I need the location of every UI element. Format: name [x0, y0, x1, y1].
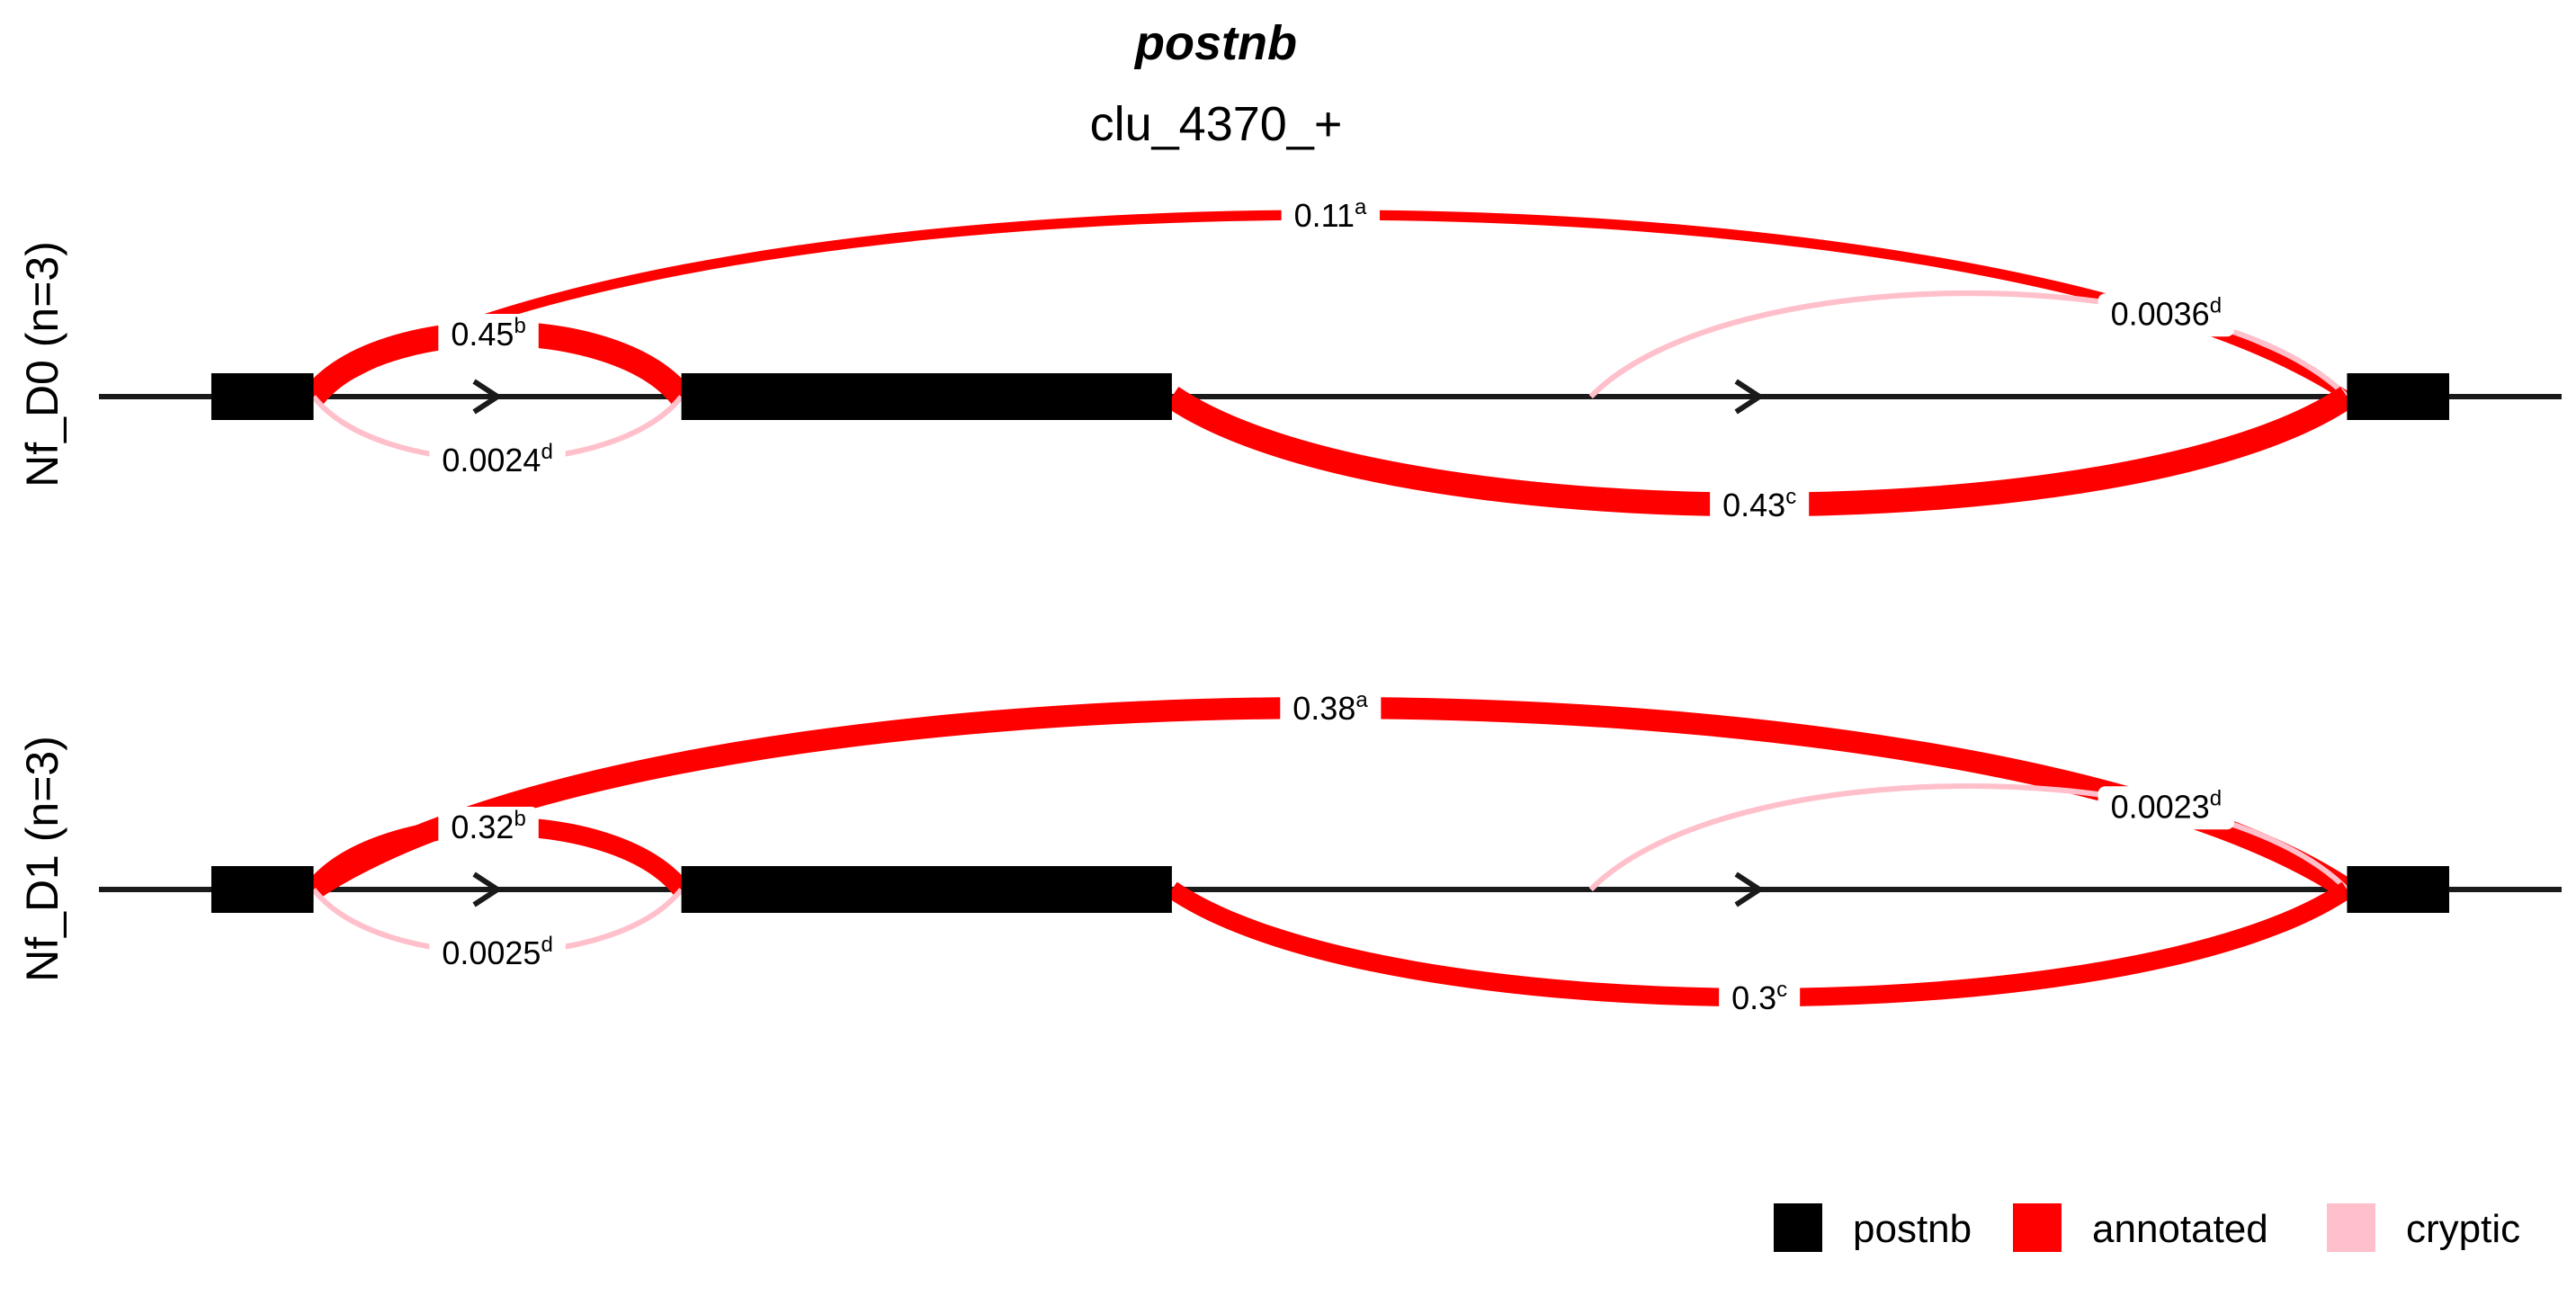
junction-label-j-d1: 0.0025d [429, 933, 566, 976]
label-background [1280, 688, 1382, 731]
label-background [2097, 293, 2235, 337]
legend-label: postnb [1853, 1207, 1972, 1251]
junction-value: 0.45b [451, 314, 525, 353]
junction-label-j-a: 0.38a [1280, 688, 1382, 731]
junction-arc-j-d2 [1588, 290, 2349, 399]
junction-value-number: 0.38 [1292, 690, 1355, 727]
junction-arc-j-a [307, 696, 2354, 899]
strand-arrow-icon [472, 871, 503, 907]
junction-value: 0.0023d [2111, 786, 2222, 825]
panel-label: Nf_D1 (n=3) [17, 736, 67, 982]
junction-value-number: 0.3 [1731, 979, 1776, 1016]
junction-value-number: 0.45 [451, 316, 514, 353]
legend-swatch [2013, 1203, 2062, 1252]
label-background [438, 314, 539, 357]
junction-label-j-c: 0.3c [1719, 978, 1801, 1021]
junction-value-superscript: b [514, 314, 525, 338]
junction-label-j-c: 0.43c [1710, 485, 1810, 528]
junction-value-superscript: c [1785, 485, 1796, 509]
junction-label-j-b: 0.32b [438, 807, 539, 850]
junction-value-superscript: a [1355, 195, 1367, 219]
junction-label-j-d1: 0.0024d [429, 440, 566, 483]
legend-label: cryptic [2406, 1207, 2520, 1251]
junction-value-number: 0.0036 [2111, 295, 2210, 332]
label-background [429, 933, 566, 976]
junction-label-j-b: 0.45b [438, 314, 539, 357]
junction-label-j-a: 0.11a [1281, 195, 1381, 238]
junction-arc-j-a [310, 210, 2350, 401]
junction-value-number: 0.0023 [2111, 788, 2210, 825]
label-background [1281, 195, 1381, 238]
gene-title: postnb [1133, 16, 1297, 70]
junction-value-superscript: c [1776, 978, 1787, 1002]
junction-value: 0.3c [1731, 978, 1787, 1016]
junction-label-j-d2: 0.0036d [2097, 293, 2235, 337]
label-background [429, 440, 566, 483]
label-background [1710, 485, 1810, 528]
legend-swatch [1774, 1203, 1822, 1252]
legend-swatch [2327, 1203, 2375, 1252]
exon-2 [681, 866, 1172, 913]
exon-2 [681, 373, 1172, 420]
legend-item-cryptic: cryptic [2327, 1203, 2520, 1252]
junction-value-number: 0.32 [451, 809, 514, 845]
junction-value: 0.0025d [442, 933, 552, 971]
legend-label: annotated [2092, 1207, 2268, 1251]
strand-arrow-icon [472, 379, 503, 415]
junction-value-superscript: d [2210, 293, 2222, 317]
junction-value: 0.38a [1292, 688, 1368, 727]
exon-3 [2347, 373, 2450, 420]
exon-1 [210, 373, 314, 420]
junction-value-superscript: b [514, 807, 525, 831]
junction-value: 0.43c [1722, 485, 1796, 523]
junction-label-j-d2: 0.0023d [2097, 786, 2235, 830]
junction-value-number: 0.0025 [442, 934, 541, 971]
junction-value: 0.32b [451, 807, 525, 845]
junction-value-number: 0.0024 [442, 442, 541, 478]
exon-1 [210, 866, 314, 913]
legend-item-postnb: postnb [1774, 1203, 1972, 1252]
junction-value: 0.0024d [442, 440, 552, 478]
label-background [2097, 786, 2235, 830]
strand-arrow-icon [1734, 379, 1765, 415]
strand-arrow-icon [1734, 871, 1765, 907]
junction-value-number: 0.11 [1294, 197, 1355, 234]
junction-value-superscript: a [1355, 688, 1368, 712]
cluster-title: clu_4370_+ [1090, 97, 1343, 151]
legend: postnb annotated cryptic [1774, 1203, 2520, 1252]
junction-value-number: 0.43 [1722, 487, 1785, 523]
junction-value: 0.11a [1294, 195, 1367, 234]
junction-value-superscript: d [541, 933, 552, 957]
panel-label: Nf_D0 (n=3) [17, 241, 67, 487]
junction-arc-j-d2 [1588, 782, 2349, 892]
junction-value: 0.0036d [2111, 293, 2222, 332]
exon-3 [2347, 866, 2450, 913]
junction-value-superscript: d [541, 440, 552, 464]
label-background [438, 807, 539, 850]
legend-item-annotated: annotated [2013, 1203, 2268, 1252]
junction-value-superscript: d [2210, 786, 2222, 810]
label-background [1719, 978, 1801, 1021]
panels: Nf_D0 (n=3)0.11a0.45b0.0024d0.0036d0.43c… [17, 195, 2562, 1021]
